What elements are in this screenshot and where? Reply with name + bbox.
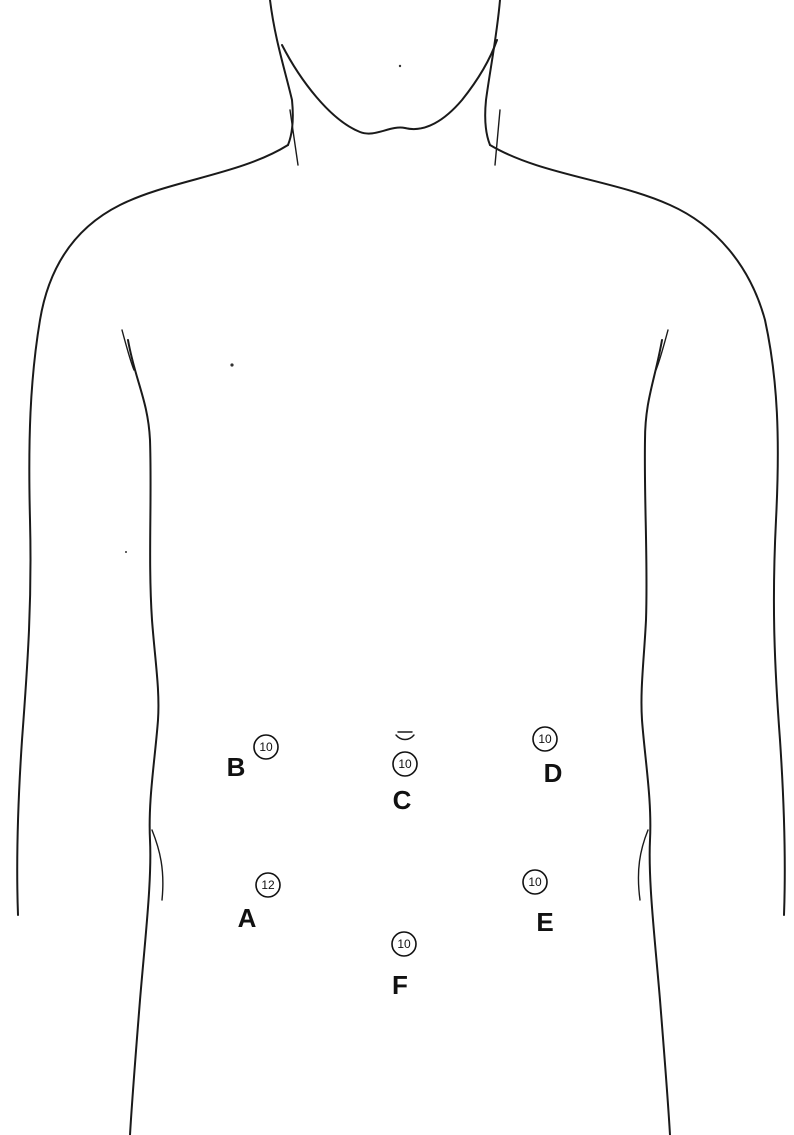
left-inner-arm-outline [128,340,158,1135]
speck-3 [125,551,127,553]
port-d-letter: D [544,758,563,788]
neck-left-outline [270,0,293,145]
port-f-size: 10 [397,937,411,951]
neck-front-mark-right [495,110,500,165]
port-a-letter: A [238,903,257,933]
port-f: 10 F [392,932,416,1000]
umbilicus-mark [396,735,414,740]
speck-1 [230,363,233,366]
port-b-size: 10 [259,740,273,754]
right-shoulder-outline [490,145,785,915]
left-shoulder-outline [17,145,288,915]
port-c: 10 C [393,752,417,815]
right-waist-mark [638,830,648,900]
port-e-size: 10 [528,875,542,889]
chin-outline [282,40,497,134]
port-a: 12 A [238,873,280,933]
left-armpit-mark [122,330,134,370]
port-f-letter: F [392,970,408,1000]
neck-right-outline [485,0,500,145]
port-c-letter: C [393,785,412,815]
right-armpit-mark [656,330,668,370]
left-waist-mark [152,830,163,900]
port-d-size: 10 [538,732,552,746]
port-b-letter: B [227,752,246,782]
port-a-size: 12 [261,878,275,892]
speck-2 [399,65,401,67]
right-inner-arm-outline [641,340,670,1135]
port-c-size: 10 [398,757,412,771]
port-d: 10 D [533,727,562,788]
port-e: 10 E [523,870,554,937]
port-e-letter: E [536,907,553,937]
port-b: 10 B [227,735,278,782]
